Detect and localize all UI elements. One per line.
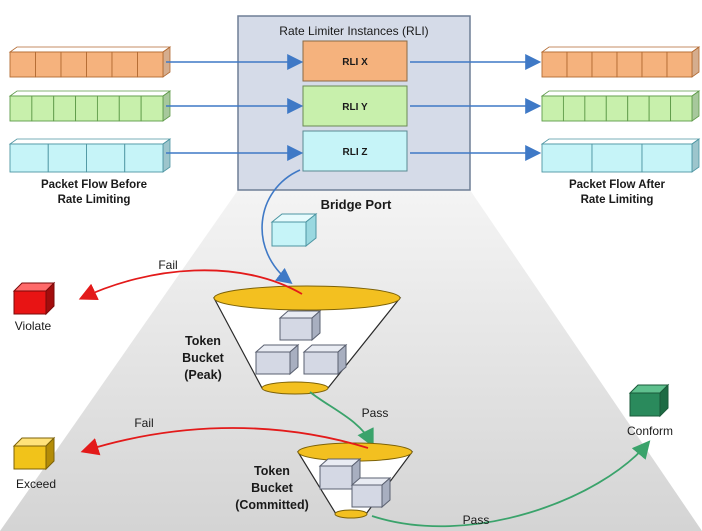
arrow-committed-fail — [80, 427, 369, 456]
packet-cell — [53, 95, 77, 122]
packet-cell — [31, 95, 55, 122]
bridge-title: Rate Limiter Instances (RLI) — [279, 24, 428, 38]
packet-cell — [666, 51, 693, 78]
packet-cell — [616, 51, 643, 78]
packet-cell — [541, 95, 564, 122]
packet-cell — [541, 51, 568, 78]
packet-queue-cyan-after — [540, 138, 701, 173]
conform-label: Conform — [627, 424, 673, 438]
committed-pass-label: Pass — [463, 513, 490, 527]
packet-cell — [137, 51, 164, 78]
packet-queue-orange-before — [8, 46, 172, 78]
arrow-peak-fail — [78, 269, 303, 301]
packet-cell — [562, 95, 586, 122]
rli-y-label: RLI Y — [342, 102, 368, 113]
violate-cube — [12, 281, 56, 316]
packet-queue-green-before — [8, 90, 172, 122]
peak-token-cube-3 — [302, 343, 348, 376]
packet-cell — [124, 143, 164, 173]
packet-cell — [591, 51, 618, 78]
packet-queue-orange-after — [540, 46, 701, 78]
packet-cell — [118, 95, 142, 122]
exceed-cube — [12, 436, 56, 471]
spotlight-cone — [0, 190, 702, 531]
packet-cell — [9, 95, 33, 122]
packet-cell — [60, 51, 87, 78]
committed-fail-label: Fail — [134, 416, 153, 430]
rli-y-box — [302, 85, 408, 127]
committed-bucket-label-2: Bucket — [251, 481, 294, 495]
committed-bucket-label-3: (Committed) — [235, 498, 309, 512]
packet-cell — [541, 143, 593, 173]
arrow-rli-z-to-peak — [261, 169, 301, 284]
packet-in-transit — [270, 212, 318, 248]
packet-cell — [86, 51, 113, 78]
packet-cell — [9, 143, 49, 173]
packet-cell — [670, 95, 693, 122]
packet-cell — [111, 51, 138, 78]
peak-fail-label: Fail — [158, 258, 177, 272]
peak-token-cube-1 — [278, 309, 322, 342]
packet-cell — [96, 95, 120, 122]
packet-cell — [641, 143, 693, 173]
bridge-port-label: Bridge Port — [321, 197, 392, 212]
flow-before-line2: Rate Limiting — [58, 194, 131, 206]
packet-cell — [140, 95, 164, 122]
flow-after-line2: Rate Limiting — [581, 194, 654, 206]
rli-x-label: RLI X — [342, 57, 368, 68]
committed-bucket-label-1: Token — [254, 464, 290, 478]
arrow-peak-pass — [309, 391, 374, 448]
peak-bucket-label-2: Bucket — [182, 351, 225, 365]
peak-bucket-label-1: Token — [185, 334, 221, 348]
packet-queue-green-after — [540, 90, 701, 122]
packet-cell — [9, 51, 36, 78]
arrow-committed-pass — [371, 440, 651, 528]
exceed-label: Exceed — [16, 477, 56, 491]
packet-cell — [641, 51, 668, 78]
packet-cell — [75, 95, 98, 122]
packet-queue-cyan-before — [8, 138, 172, 173]
peak-token-cube-2 — [254, 343, 300, 376]
peak-bucket-label-3: (Peak) — [184, 368, 222, 382]
packet-cell — [35, 51, 62, 78]
packet-cell — [648, 95, 672, 122]
packet-cell — [566, 51, 593, 78]
flow-before-line1: Packet Flow Before — [41, 179, 147, 191]
packet-cell — [584, 95, 607, 122]
rli-z-label: RLI Z — [343, 147, 368, 158]
flow-after-line1: Packet Flow After — [569, 179, 666, 191]
packet-cell — [627, 95, 650, 122]
rli-x-box — [302, 40, 408, 82]
conform-cube — [628, 383, 670, 418]
peak-pass-label: Pass — [362, 406, 389, 420]
committed-token-cube-2 — [350, 476, 392, 509]
packet-cell — [47, 143, 87, 173]
packet-cell — [605, 95, 629, 122]
packet-cell — [86, 143, 126, 173]
committed-token-cube-1 — [318, 457, 362, 491]
packet-cell — [591, 143, 643, 173]
violate-label: Violate — [15, 319, 52, 333]
